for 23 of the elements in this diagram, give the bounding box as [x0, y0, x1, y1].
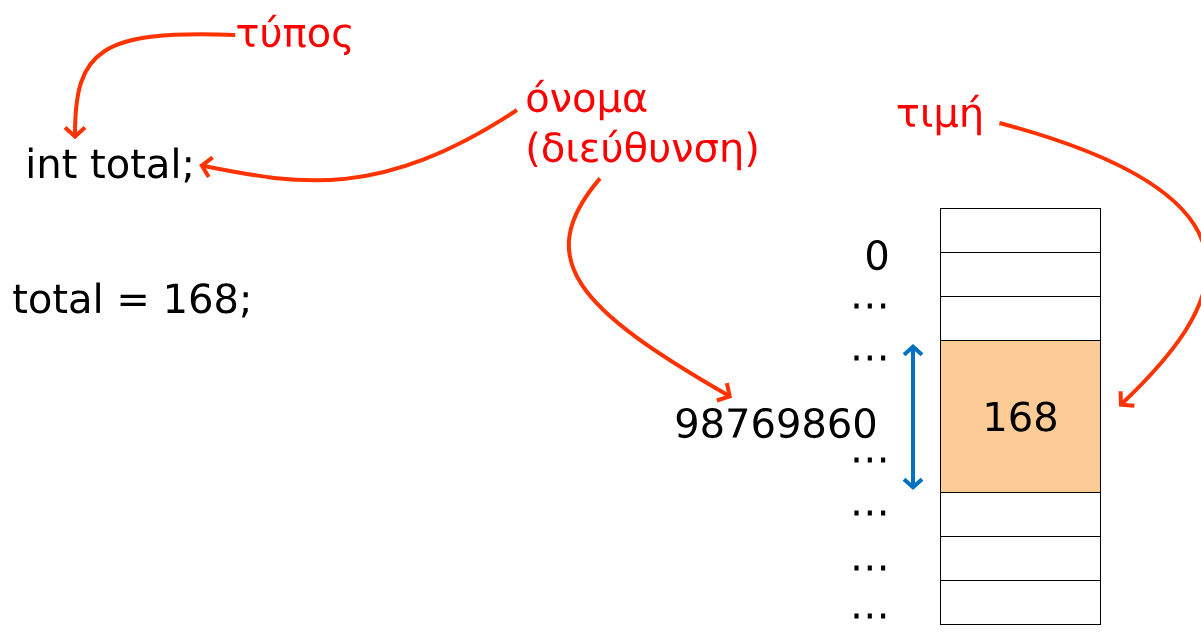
ellipsis: …	[854, 303, 886, 309]
code-line: total = 168;	[13, 282, 248, 318]
memory-cell	[940, 492, 1101, 537]
memory-cell	[940, 580, 1101, 625]
ellipsis: …	[854, 510, 886, 516]
memory-cell	[940, 536, 1101, 581]
address-label: 98769860	[676, 407, 876, 439]
annotation-label: όνομα (διεύθυνση)	[527, 79, 757, 171]
annotation-label: τύπος	[237, 14, 351, 56]
arrow	[199, 108, 519, 183]
arrow	[567, 177, 732, 403]
memory-cell	[940, 208, 1101, 253]
ellipsis: …	[854, 613, 886, 619]
memory-cell	[940, 252, 1101, 297]
memory-cell: 168	[940, 340, 1101, 493]
annotation-label: τιμή	[897, 94, 981, 136]
arrow	[998, 121, 1201, 408]
arrow	[63, 32, 236, 140]
ellipsis: …	[854, 355, 886, 361]
ellipsis: …	[854, 457, 886, 463]
address-label: 0	[867, 239, 888, 271]
code-line: int total;	[28, 147, 191, 183]
ellipsis: …	[854, 565, 886, 571]
